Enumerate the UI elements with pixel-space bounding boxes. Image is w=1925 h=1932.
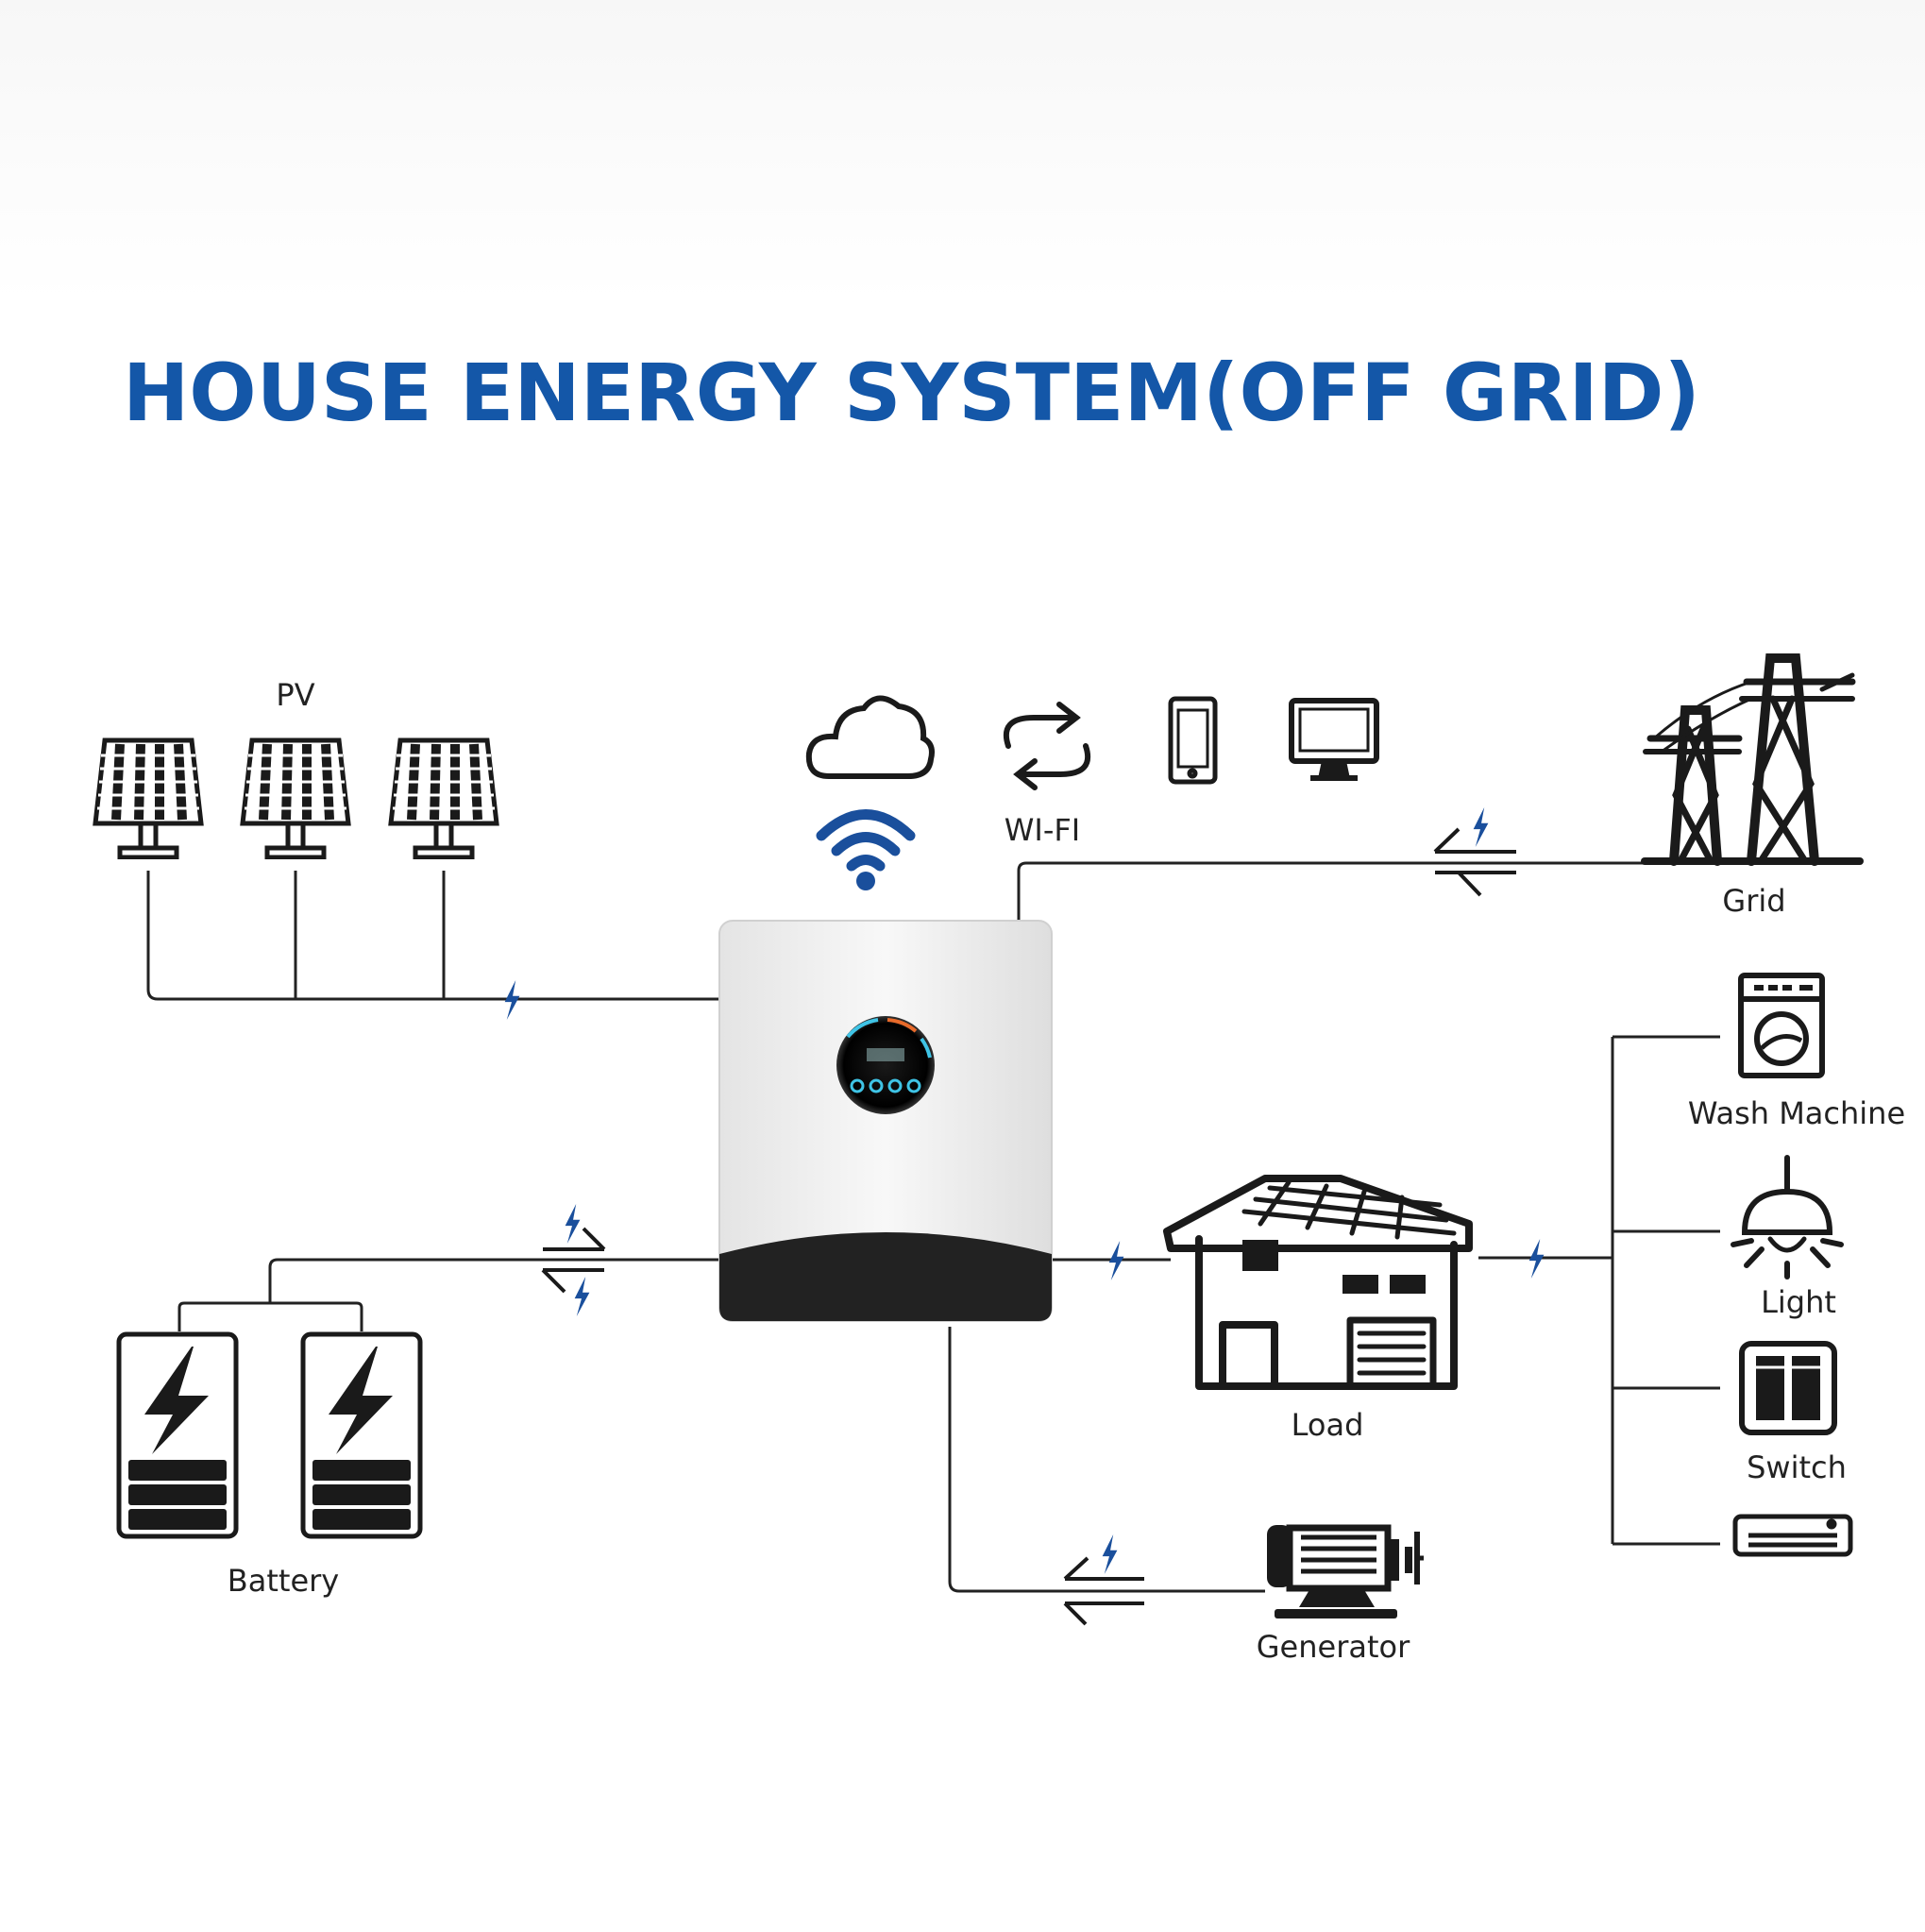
- washing-machine-icon: [1738, 973, 1825, 1078]
- battery-icon-2: [303, 1334, 420, 1536]
- monitor-icon: [1289, 698, 1379, 781]
- wash-machine-label: Wash Machine: [1688, 1095, 1905, 1131]
- sync-icon: [1003, 702, 1091, 790]
- battery-flow-bolt-icon-top: [565, 1204, 581, 1244]
- light-label: Light: [1761, 1284, 1836, 1320]
- air-conditioner-icon: [1732, 1514, 1853, 1557]
- load-label: Load: [1292, 1407, 1364, 1443]
- generator-flow-bolt-icon: [1102, 1534, 1118, 1574]
- switch-icon: [1739, 1341, 1837, 1435]
- solar-panel-icon-2: [243, 740, 348, 857]
- smartphone-icon: [1168, 696, 1218, 785]
- solar-panel-icon-3: [391, 740, 497, 857]
- grid-flow-arrows: [1433, 827, 1516, 897]
- house-window-mid: [1342, 1275, 1378, 1294]
- house-window-right: [1390, 1275, 1426, 1294]
- generator-label: Generator: [1257, 1629, 1410, 1665]
- pv-flow-bolt-icon: [504, 980, 520, 1020]
- battery-label: Battery: [228, 1563, 339, 1599]
- washing-machine-buttons: [1754, 985, 1813, 991]
- grid-label: Grid: [1722, 883, 1785, 919]
- generator-icon: [1267, 1524, 1424, 1618]
- house-icon: [1163, 1175, 1473, 1390]
- wifi-label: WI-FI: [1005, 812, 1080, 848]
- appliance-flow-bolt-icon: [1528, 1239, 1545, 1279]
- wifi-dot: [856, 872, 875, 890]
- light-icon: [1731, 1155, 1844, 1280]
- grid-flow-bolt-icon: [1473, 807, 1489, 847]
- load-flow-bolt-icon: [1108, 1241, 1124, 1280]
- battery-flow-bolt-icon-bottom: [574, 1277, 590, 1316]
- cloud-icon: [805, 695, 935, 779]
- house-window-left: [1242, 1240, 1278, 1271]
- battery-icon-1: [119, 1334, 236, 1536]
- battery-flow-arrows: [541, 1227, 606, 1294]
- grid-tower-icon: [1641, 653, 1864, 866]
- inverter-device: [718, 920, 1053, 1322]
- page-title: HOUSE ENERGY SYSTEM(OFF GRID): [123, 347, 1700, 439]
- switch-label: Switch: [1747, 1449, 1847, 1485]
- solar-panel-icon-1: [95, 740, 201, 857]
- wifi-icon: [816, 809, 916, 872]
- wiring: [146, 861, 1720, 1593]
- generator-flow-arrows: [1063, 1556, 1144, 1626]
- pv-label: PV: [276, 677, 314, 713]
